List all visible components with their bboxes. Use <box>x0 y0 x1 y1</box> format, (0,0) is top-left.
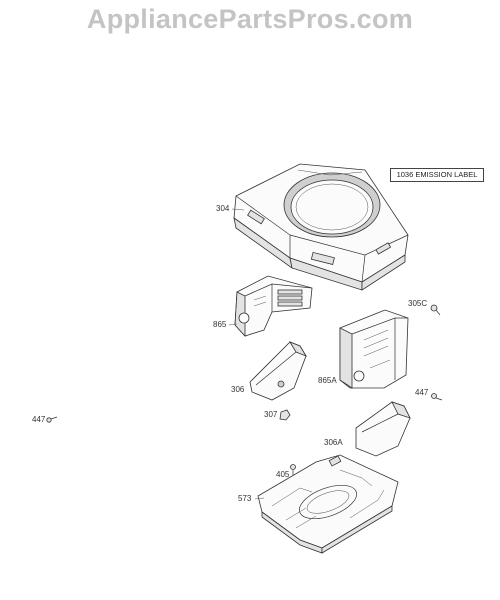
baffle-865a <box>339 309 409 389</box>
baffle-865 <box>234 275 313 338</box>
callout-307: 307 <box>264 410 278 419</box>
callout-865a: 865A <box>318 376 337 385</box>
callout-865: 865 <box>213 320 227 329</box>
callout-306: 306 <box>231 385 245 394</box>
base-plate-573 <box>257 454 399 554</box>
screw-447-left <box>46 416 58 423</box>
leader-573 <box>254 497 265 500</box>
leader-865 <box>228 323 238 326</box>
site-watermark: AppliancePartsPros.com <box>86 4 414 34</box>
callout-573: 573 <box>238 494 252 503</box>
screw-447-right <box>431 393 443 401</box>
screw-305c <box>430 304 441 316</box>
callout-304: 304 <box>216 204 230 213</box>
callout-405: 405 <box>276 470 290 479</box>
air-guide-306 <box>249 341 307 401</box>
callout-305c: 305C <box>408 299 428 308</box>
blower-housing <box>233 163 409 291</box>
leader-304 <box>231 208 245 211</box>
callout-447-right: 447 <box>415 388 429 397</box>
callout-447-left: 447 <box>32 415 46 424</box>
emission-label-box: 1036 EMISSION LABEL <box>390 168 484 182</box>
air-guide-306a <box>355 401 411 457</box>
nut-307 <box>279 409 291 421</box>
callout-306a: 306A <box>324 438 343 447</box>
